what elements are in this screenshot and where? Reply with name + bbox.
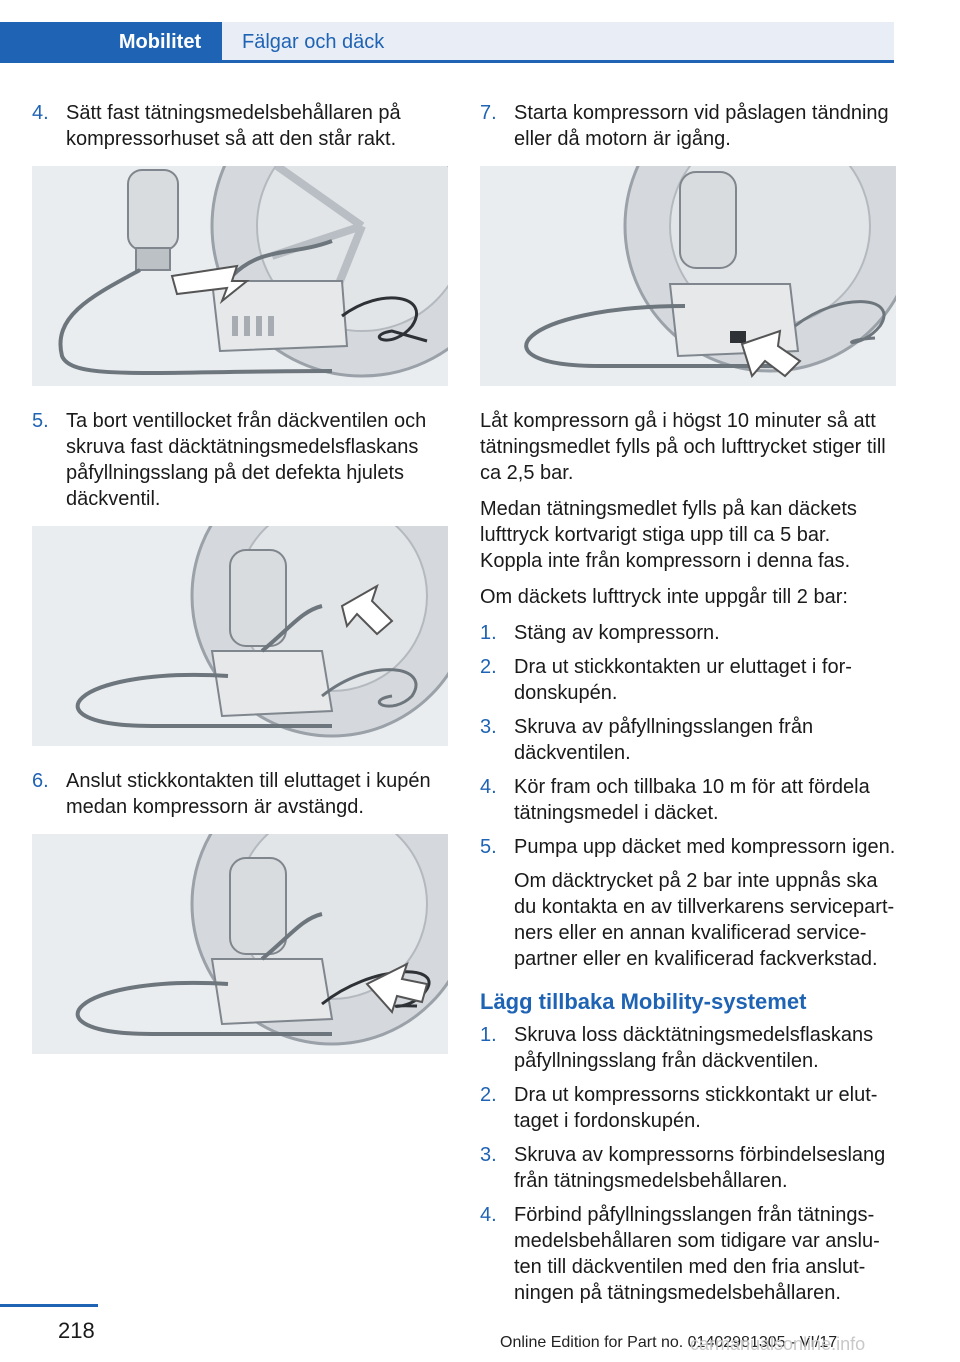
list-item: 4. Kör fram och tillbaka 10 m för att fö… — [480, 774, 896, 826]
list-item: 2. Dra ut kompressorns stickkontakt ur e… — [480, 1082, 896, 1134]
list-item: 2. Dra ut stickkontakten ur eluttaget i … — [480, 654, 896, 706]
illustration-start-compressor — [480, 166, 896, 386]
step-text: Skruva av kompressorns förbindelseslang … — [514, 1144, 886, 1192]
step-text: Pumpa upp däcket med kompressorn igen. — [514, 836, 896, 858]
step-text: Ta bort ventillocket från däckventilen o… — [66, 410, 427, 510]
illustration-plug-into-socket — [32, 834, 448, 1054]
step-text: Stäng av kompressorn. — [514, 622, 720, 644]
step-text: Anslut stickkontakten till eluttaget i k… — [66, 770, 431, 818]
step-number: 1. — [480, 1024, 497, 1046]
step-number: 4. — [480, 776, 497, 798]
list-item: 4. Sätt fast tätningsmedelsbehållaren på… — [32, 100, 448, 152]
list-item: 1. Skruva loss däcktätningsmedelsflaskan… — [480, 1022, 896, 1074]
section-tab[interactable]: Fälgar och däck — [222, 22, 894, 62]
step-text: Skruva loss däcktätningsmedelsflaskans p… — [514, 1024, 874, 1072]
step-text: Starta kompressorn vid påslagen tändning… — [514, 102, 889, 150]
step-number: 4. — [480, 1204, 497, 1226]
step-number: 4. — [32, 102, 49, 124]
step-number: 5. — [480, 836, 497, 858]
page-header: Mobilitet Fälgar och däck — [0, 0, 960, 63]
paragraph: Låt kompressorn gå i högst 10 minuter så… — [480, 410, 886, 484]
step-text: Dra ut kompressorns stickkontakt ur elut… — [514, 1084, 878, 1132]
step-number: 2. — [480, 1084, 497, 1106]
list-item: 4. Förbind påfyllningsslangen från tätni… — [480, 1202, 896, 1306]
list-item: 6. Anslut stickkontakten till eluttaget … — [32, 768, 448, 820]
step-text: Dra ut stickkontakten ur eluttaget i for… — [514, 656, 852, 704]
edition-text: Online Edition for Part no. 01402981305 … — [500, 1334, 838, 1351]
chapter-tab[interactable]: Mobilitet — [98, 22, 222, 62]
step-number: 3. — [480, 716, 497, 738]
paragraph: Om däckets lufttryck inte uppgår till 2 … — [480, 586, 848, 608]
list-item: 7. Starta kompressorn vid påslagen tändn… — [480, 100, 896, 152]
section-heading: Lägg tillbaka Mobility-systemet — [480, 989, 807, 1014]
illustration-connect-filler-hose — [32, 526, 448, 746]
list-item: 3. Skruva av kompressorns förbindelsesla… — [480, 1142, 896, 1194]
list-item: 5. Pumpa upp däcket med kompressorn igen… — [480, 834, 896, 860]
step-text: Kör fram och tillbaka 10 m för att förde… — [514, 776, 870, 824]
watermark: carmanualsonline.info — [690, 1334, 866, 1354]
step-number: 3. — [480, 1144, 497, 1166]
right-column: 7. Starta kompressorn vid påslagen tändn… — [480, 100, 896, 1314]
step-text: Skruva av påfyllningsslangen från däckve… — [514, 716, 814, 764]
step-number: 1. — [480, 622, 497, 644]
step-number: 7. — [480, 102, 497, 124]
step-text: Förbind påfyllningsslangen från tätnings… — [514, 1204, 880, 1304]
list-item: 5. Ta bort ventillocket från däckventile… — [32, 408, 448, 512]
note-paragraph: Om däcktrycket på 2 bar inte uppnås ska … — [514, 870, 895, 970]
step-text: Sätt fast tätningsmedelsbehållaren på ko… — [66, 102, 401, 150]
list-item: 1. Stäng av kompressorn. — [480, 620, 896, 646]
paragraph: Medan tätningsmedlet fylls på kan däcket… — [480, 498, 857, 572]
header-rule — [0, 60, 894, 63]
step-number: 5. — [32, 410, 49, 432]
step-number: 2. — [480, 656, 497, 678]
list-item: 3. Skruva av påfyllningsslangen från däc… — [480, 714, 896, 766]
page-number: 218 — [58, 1318, 95, 1343]
left-column: 4. Sätt fast tätningsmedelsbehållaren på… — [32, 100, 448, 1076]
footer-rule — [0, 1304, 98, 1307]
illustration-mount-sealant-bottle — [32, 166, 448, 386]
step-number: 6. — [32, 770, 49, 792]
header-accent-bar — [0, 22, 98, 62]
